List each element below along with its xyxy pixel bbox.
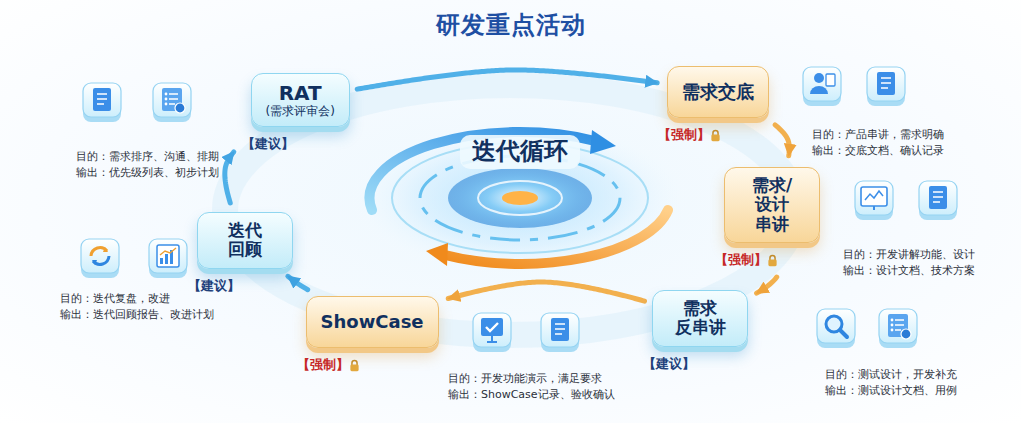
lock-shape xyxy=(350,360,358,371)
description-text: 目的：迭代复盘，改进 xyxy=(60,292,170,305)
doc-icon xyxy=(877,72,895,95)
lock-shape xyxy=(711,130,719,141)
search-icon xyxy=(826,316,847,337)
description-text: 目的：开发功能演示，满足要求 xyxy=(448,372,602,385)
cycle-arrow xyxy=(775,125,789,156)
description-text: 输出：优先级列表、初步计划 xyxy=(76,166,219,179)
tag-row: 【建议】 xyxy=(242,135,294,153)
description-text: 目的：需求排序、沟通、排期 xyxy=(76,150,219,163)
description-text: 输出：测试设计文档、用例 xyxy=(825,384,957,397)
icon-tile xyxy=(919,181,957,220)
check-icon xyxy=(481,318,503,342)
doc-icon xyxy=(93,88,111,111)
description-text: 目的：产品串讲，需求明确 xyxy=(812,128,944,141)
node-title: RAT xyxy=(279,82,322,105)
node-title: 迭代循环 xyxy=(472,138,568,166)
icon-tile xyxy=(803,67,841,106)
ring xyxy=(420,156,620,240)
icon-tile xyxy=(879,309,917,348)
activity-box: 迭代 回顾【建议】 xyxy=(197,212,293,269)
icon-tile xyxy=(867,67,905,106)
activity-box: 需求/设计 串讲【强制】 xyxy=(724,167,820,244)
lock-icon xyxy=(710,129,721,142)
glow xyxy=(345,118,695,278)
cycle-arrow xyxy=(757,277,777,293)
doc-icon xyxy=(551,318,569,341)
activity-box: 需求 反串讲【建议】 xyxy=(652,290,748,347)
description-text: 目的：测试设计，开发补充 xyxy=(825,368,957,381)
list-icon xyxy=(162,88,185,113)
tag-label: 【建议】 xyxy=(242,135,294,153)
icon-tile xyxy=(855,181,893,220)
core-dot xyxy=(502,191,538,205)
cycle-swoosh xyxy=(370,132,595,210)
icon-tile xyxy=(81,239,119,278)
icon-tile xyxy=(817,309,855,348)
activity-box: RAT(需求评审会)【建议】 xyxy=(251,73,350,128)
center-hub: 迭代循环 xyxy=(460,135,580,169)
core xyxy=(448,168,592,228)
board-icon xyxy=(861,187,887,210)
cycle-arrowhead xyxy=(590,130,616,154)
icon-tile xyxy=(473,313,511,352)
icon-tile xyxy=(541,313,579,352)
node-title: 需求 反串讲 xyxy=(675,299,726,338)
chart-icon xyxy=(157,245,179,267)
cycle-arrow xyxy=(357,70,657,89)
cycle-arrowhead xyxy=(426,243,448,266)
icon-tile xyxy=(149,239,187,278)
description-text: 目的：开发讲解功能、设计 xyxy=(843,248,975,261)
tag-row: 【强制】 xyxy=(658,126,721,144)
tag-label: 【强制】 xyxy=(715,251,767,269)
node-title: 迭代 回顾 xyxy=(228,221,262,260)
node-subtitle: (需求评审会) xyxy=(266,105,335,119)
list-icon xyxy=(888,314,911,339)
center-illustration xyxy=(345,118,695,278)
node-title: ShowCase xyxy=(321,312,424,333)
lock-shape xyxy=(768,255,776,266)
cycle-arrow xyxy=(288,276,308,289)
title: 研发重点活动 xyxy=(436,9,586,41)
description-text: 输出：ShowCase记录、验收确认 xyxy=(448,388,615,401)
tag-row: 【强制】 xyxy=(297,356,360,374)
description-text: 输出：设计文档、技术方案 xyxy=(843,264,975,277)
tag-row: 【强制】 xyxy=(715,251,778,269)
description-text: 输出：交底文档、确认记录 xyxy=(812,144,944,157)
tag-label: 【建议】 xyxy=(643,355,695,373)
description-text: 输出：迭代回顾报告、改进计划 xyxy=(60,308,214,321)
ring xyxy=(478,181,562,215)
cycle-swoosh xyxy=(445,210,668,264)
node-title: 需求/设计 串讲 xyxy=(752,176,792,235)
cycle-arrow xyxy=(225,152,234,203)
cycle-arrow xyxy=(448,282,644,301)
lock-icon xyxy=(767,254,778,267)
tag-label: 【强制】 xyxy=(297,356,349,374)
icon-tile xyxy=(153,83,191,122)
activity-box: ShowCase【强制】 xyxy=(306,296,439,348)
tag-row: 【建议】 xyxy=(188,277,240,295)
cycle-icon xyxy=(91,247,109,265)
activity-box: 需求交底【强制】 xyxy=(667,66,769,118)
icon-tile xyxy=(83,83,121,122)
lock-icon xyxy=(349,359,360,372)
tag-row: 【建议】 xyxy=(643,355,695,373)
person-icon xyxy=(810,73,835,94)
node-title: 需求交底 xyxy=(682,82,754,103)
tag-label: 【建议】 xyxy=(188,277,240,295)
tag-label: 【强制】 xyxy=(658,126,710,144)
doc-icon xyxy=(929,186,947,209)
